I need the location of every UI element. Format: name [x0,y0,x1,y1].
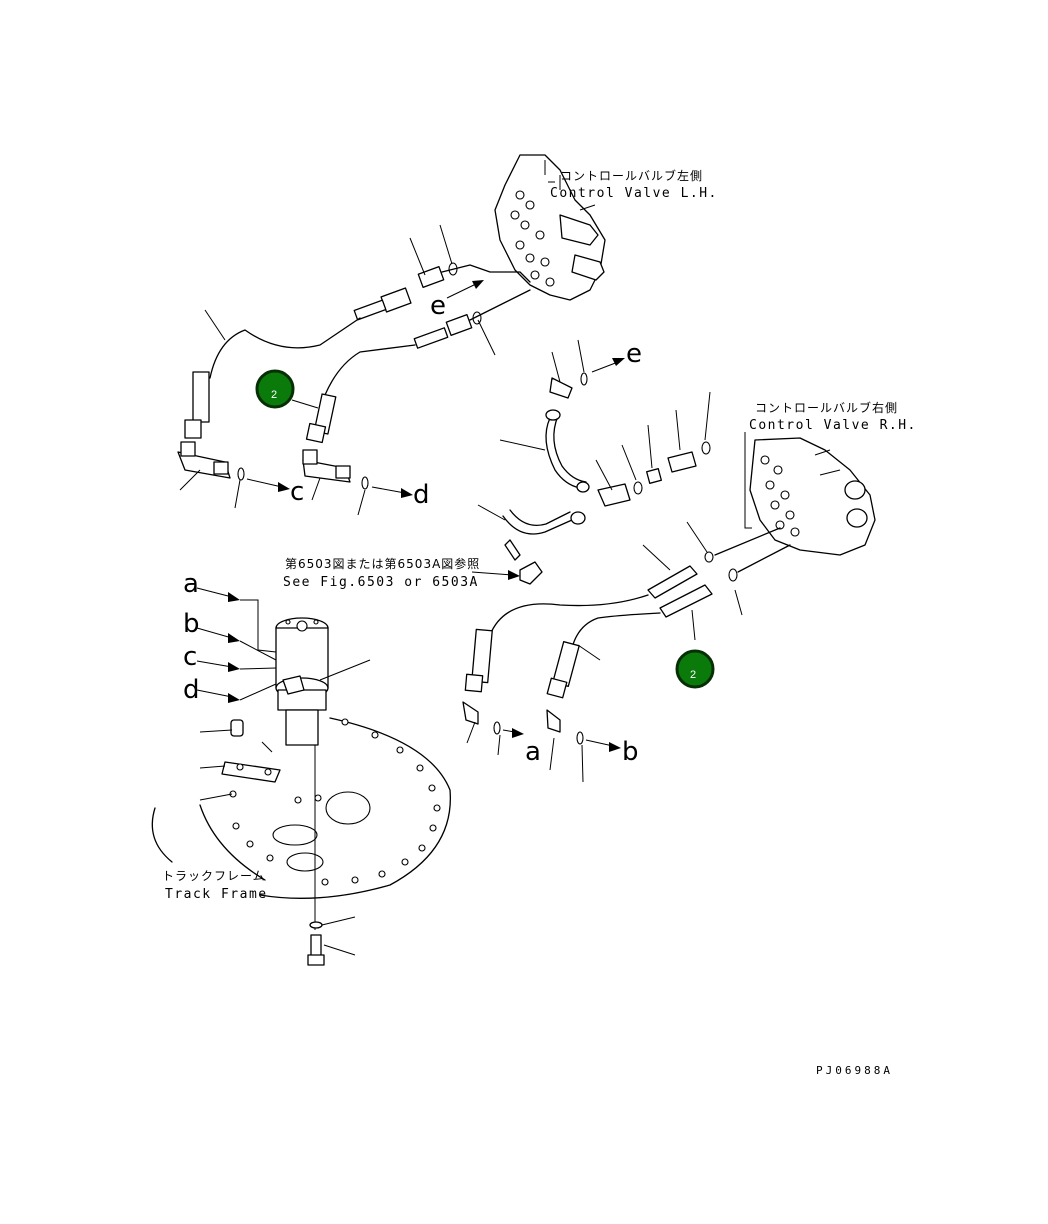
hoses-right [464,527,791,699]
callout-marker-1-text: 2 [271,389,277,401]
label-track-frame-en: Track Frame [165,887,268,902]
callout-marker-2[interactable]: 2 [675,649,715,689]
connection-letter-e-mid: e [626,339,642,369]
callout-marker-1[interactable]: 2 [255,369,295,409]
elbow-fittings-right [462,701,584,745]
bottom-bolt [307,921,325,966]
label-track-frame-jp: トラックフレーム [162,869,266,883]
connection-letter-e-top: e [430,291,446,321]
connection-letter-c-left: c [183,642,197,672]
fittings-top-left [353,262,531,349]
connection-letter-b-right: b [622,737,639,767]
connection-letter-d-top: d [413,480,430,510]
middle-fittings: e [477,339,711,561]
label-control-valve-right-jp: コントロールバルブ右側 [755,400,898,415]
control-valve-right [744,432,876,556]
connection-letter-d-left: d [183,675,200,705]
elbow-fittings-left [177,441,369,490]
hoses-left [184,317,416,444]
control-valve-left [494,154,606,301]
callout-marker-2-text: 2 [690,669,696,681]
lock-parts [221,719,281,798]
label-see-fig-jp: 第6503図または第6503A図参照 [285,556,480,571]
connection-letter-a-left: a [183,569,199,599]
label-control-valve-left-jp: コントロールバルブ左側 [560,168,703,183]
connection-letter-c-top: c [290,477,304,507]
track-frame-disc [151,717,451,930]
connection-letter-b-left: b [183,609,200,639]
label-see-fig-en: See Fig.6503 or 6503A [283,575,479,590]
label-control-valve-left-en: Control Valve L.H. [550,186,718,201]
swivel-joint [275,617,329,746]
drawing-code: PJ06988A [816,1064,893,1077]
connection-letter-a-right: a [525,737,541,767]
label-control-valve-right-en: Control Valve R.H. [749,418,917,433]
